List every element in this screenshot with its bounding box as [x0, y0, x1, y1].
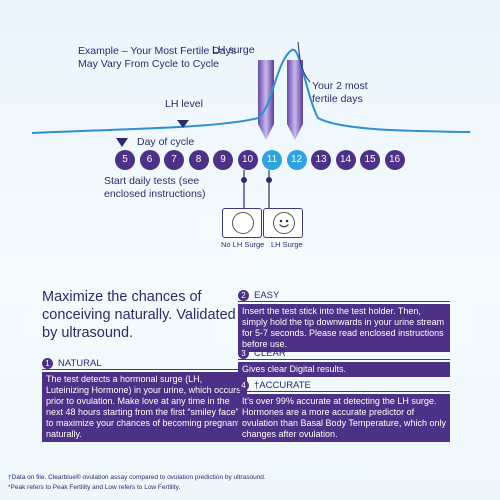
feature-accurate-title: 4 †ACCURATE: [238, 380, 450, 392]
feature-easy-title: 2 EASY: [238, 290, 450, 302]
test-window-surge: [263, 208, 303, 238]
day-circle: 9: [213, 150, 233, 170]
fertile-days-label: Your 2 most fertile days: [312, 80, 368, 105]
feature-clear-body: Gives clear Digital results.: [238, 362, 450, 377]
feature-accurate-body: It’s over 99% accurate at detecting the …: [238, 394, 450, 442]
feature-number-badge: 4: [238, 380, 249, 391]
feature-title-text: NATURAL: [58, 358, 102, 369]
blank-circle-icon: [232, 212, 254, 234]
day-circle: 11: [262, 150, 282, 170]
feature-number-badge: 1: [42, 358, 53, 369]
lh-level-label: LH level: [165, 98, 203, 110]
no-lh-surge-label: No LH Surge: [221, 240, 265, 249]
day-circle: 13: [311, 150, 331, 170]
surge-bar-left: [258, 60, 274, 140]
footnote-peak: *Peak refers to Peak Fertility and Low r…: [8, 484, 181, 491]
lh-curve-graphic: [31, 41, 471, 208]
fertility-diagram: Example – Your Most Fertile Days May Var…: [31, 41, 471, 249]
smiley-face-icon: [273, 212, 295, 234]
start-tests-label: Start daily tests (see enclosed instruct…: [104, 175, 206, 200]
lh-surge-label: LH surge: [212, 44, 255, 56]
day-circle: 14: [335, 150, 356, 170]
lh-arrow: [177, 120, 189, 128]
feature-number-badge: 3: [238, 348, 249, 359]
feature-title-text: EASY: [254, 290, 280, 301]
day-circle: 12: [286, 150, 307, 170]
example-caption: Example – Your Most Fertile Days May Var…: [78, 45, 237, 70]
day-of-cycle-label: Day of cycle: [137, 136, 195, 148]
footnote-data: †Data on file. Clearblue® ovulation assa…: [8, 474, 266, 481]
headline: Maximize the chances of conceiving natur…: [42, 289, 236, 341]
day-circle: 5: [115, 150, 135, 170]
feature-easy-body: Insert the test stick into the test hold…: [238, 304, 450, 352]
feature-natural-body: The test detects a hormonal surge (LH, L…: [42, 372, 247, 442]
day-circle: 6: [139, 150, 160, 170]
day-circle: 10: [237, 150, 258, 170]
day-circle: 16: [384, 150, 405, 170]
day-circle: 7: [164, 150, 184, 170]
test-window-no-surge: [222, 208, 262, 238]
day-circle: 8: [188, 150, 209, 170]
feature-title-text: †ACCURATE: [254, 380, 311, 391]
lh-level-curve: [31, 48, 471, 134]
lh-surge-test-label: LH Surge: [271, 240, 303, 249]
fertile-arrow: [297, 41, 311, 83]
surge-bar-right: [287, 60, 303, 140]
feature-natural-title: 1 NATURAL: [42, 358, 247, 370]
day-circle: 15: [360, 150, 380, 170]
feature-title-text: CLEAR: [254, 348, 286, 359]
day-arrow: [116, 138, 128, 147]
feature-number-badge: 2: [238, 290, 249, 301]
feature-clear-title: 3 CLEAR: [238, 348, 450, 360]
